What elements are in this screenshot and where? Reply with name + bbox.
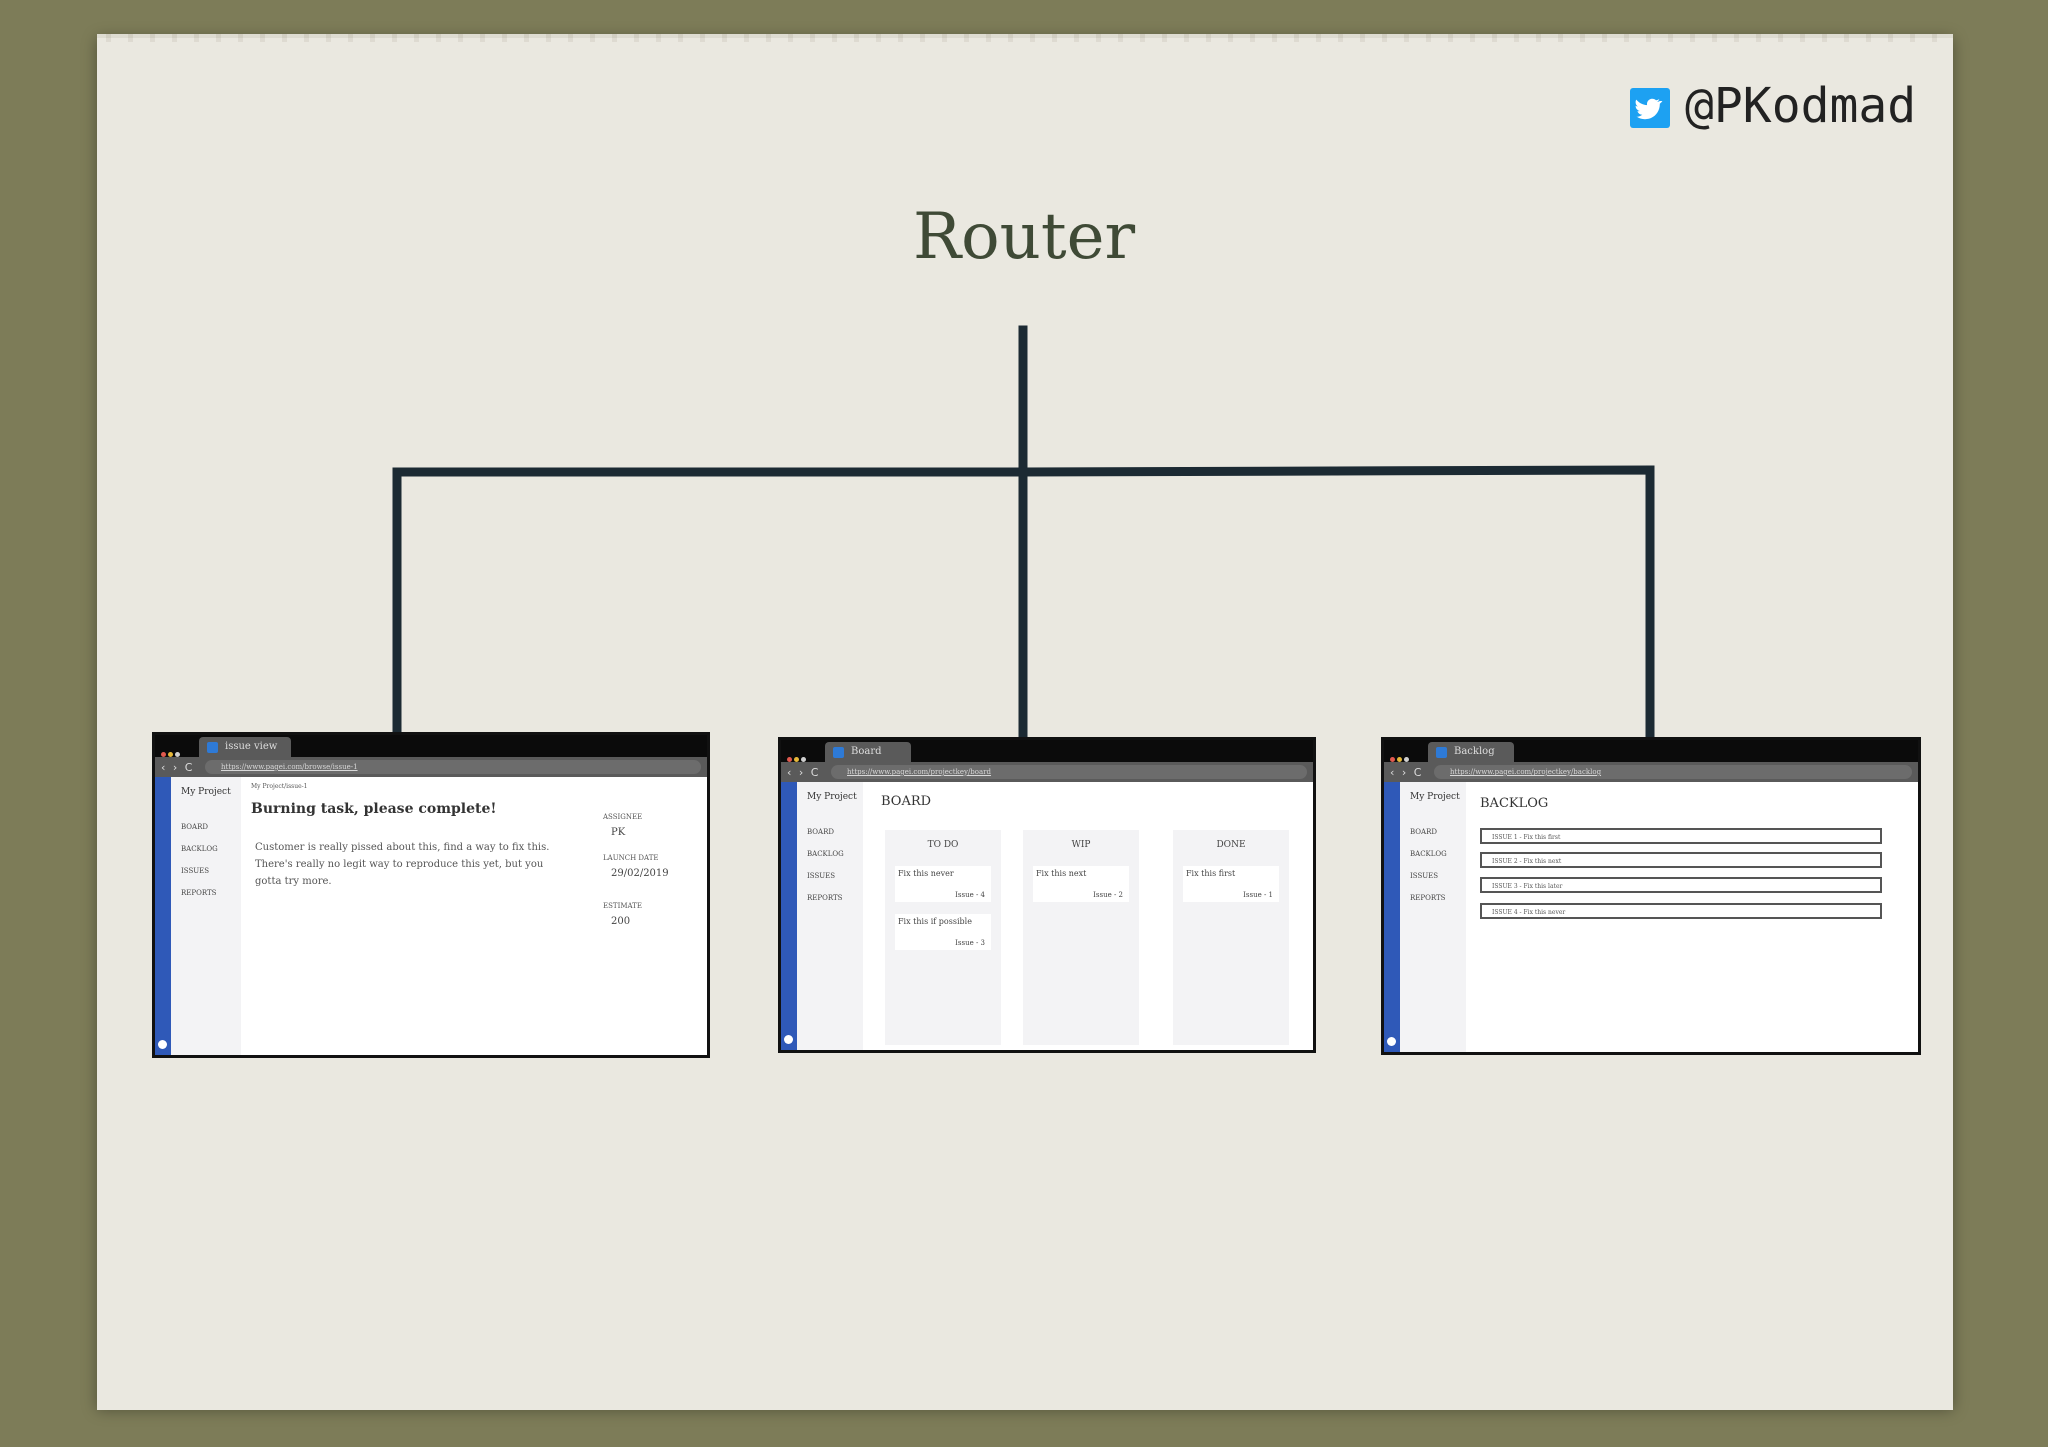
sidebar-item-board[interactable]: BOARD bbox=[1410, 828, 1437, 836]
app-strip bbox=[155, 777, 171, 1055]
app-strip bbox=[781, 782, 797, 1050]
user-avatar[interactable] bbox=[158, 1040, 167, 1049]
backlog-item[interactable]: ISSUE 3 - Fix this later bbox=[1480, 877, 1882, 893]
sidebar-item-backlog[interactable]: BACKLOG bbox=[807, 850, 844, 858]
app-logo-icon bbox=[833, 747, 844, 758]
twitter-handle[interactable]: @PKodmad bbox=[1685, 78, 1917, 134]
sidebar: My Project BOARD BACKLOG ISSUES REPORTS bbox=[797, 782, 863, 1050]
backlog-item[interactable]: ISSUE 1 - Fix this first bbox=[1480, 828, 1882, 844]
window-controls[interactable] bbox=[1390, 747, 1418, 762]
app-strip bbox=[1384, 782, 1400, 1052]
sidebar-item-backlog[interactable]: BACKLOG bbox=[1410, 850, 1447, 858]
card-title: Fix this never bbox=[898, 869, 954, 878]
card-title: Fix this next bbox=[1036, 869, 1087, 878]
estimate-label: ESTIMATE bbox=[603, 902, 642, 910]
window-controls[interactable] bbox=[787, 747, 815, 762]
card-id: Issue - 1 bbox=[1243, 891, 1273, 899]
sidebar: My Project BOARD BACKLOG ISSUES REPORTS bbox=[1400, 782, 1466, 1052]
url-field[interactable]: https://www.pagei.com/projectkey/board bbox=[831, 765, 1307, 779]
user-avatar[interactable] bbox=[1387, 1037, 1396, 1046]
card-title: Fix this if possible bbox=[898, 917, 972, 926]
project-name[interactable]: My Project bbox=[181, 787, 231, 797]
nav-arrows-icon[interactable]: ‹ › C bbox=[1390, 766, 1424, 779]
url-field[interactable]: https://www.pagei.com/projectkey/backlog bbox=[1434, 765, 1912, 779]
column-todo: TO DO Fix this never Issue - 4 Fix this … bbox=[885, 830, 1001, 1045]
nav-arrows-icon[interactable]: ‹ › C bbox=[787, 766, 821, 779]
title-bar: Backlog bbox=[1384, 740, 1918, 762]
project-name[interactable]: My Project bbox=[1410, 792, 1460, 802]
tab-label: issue view bbox=[225, 741, 278, 752]
assignee-label: ASSIGNEE bbox=[603, 813, 643, 821]
app-logo-icon bbox=[1436, 747, 1447, 758]
address-bar: ‹ › C https://www.pagei.com/projectkey/b… bbox=[1384, 762, 1918, 782]
launch-date-value[interactable]: 29/02/2019 bbox=[611, 868, 669, 879]
tab-board[interactable]: Board bbox=[825, 742, 911, 762]
breadcrumb[interactable]: My Project/issue-1 bbox=[251, 783, 308, 790]
assignee-value[interactable]: PK bbox=[611, 827, 626, 838]
sidebar: My Project BOARD BACKLOG ISSUES REPORTS bbox=[171, 777, 241, 1055]
sidebar-item-reports[interactable]: REPORTS bbox=[807, 894, 843, 902]
backlog-item[interactable]: ISSUE 2 - Fix this next bbox=[1480, 852, 1882, 868]
twitter-icon bbox=[1630, 88, 1670, 128]
issue-title: Burning task, please complete! bbox=[251, 801, 497, 817]
connector-left bbox=[392, 467, 1028, 753]
card-title: Fix this first bbox=[1186, 869, 1236, 878]
card-id: Issue - 3 bbox=[955, 939, 985, 947]
sidebar-item-board[interactable]: BOARD bbox=[181, 823, 208, 831]
board-main: BOARD TO DO Fix this never Issue - 4 Fix… bbox=[863, 782, 1313, 1050]
backlog-window: Backlog ‹ › C https://www.pagei.com/proj… bbox=[1381, 737, 1921, 1055]
issue-main: My Project/issue-1 Burning task, please … bbox=[241, 777, 707, 1055]
issue-card[interactable]: Fix this first Issue - 1 bbox=[1183, 866, 1279, 902]
issue-card[interactable]: Fix this next Issue - 2 bbox=[1033, 866, 1129, 902]
column-done: DONE Fix this first Issue - 1 bbox=[1173, 830, 1289, 1045]
address-bar: ‹ › C https://www.pagei.com/projectkey/b… bbox=[781, 762, 1313, 782]
user-avatar[interactable] bbox=[784, 1035, 793, 1044]
card-id: Issue - 2 bbox=[1093, 891, 1123, 899]
tab-backlog[interactable]: Backlog bbox=[1428, 742, 1514, 762]
app-logo-icon bbox=[207, 742, 218, 753]
slide-title: Router bbox=[912, 200, 1136, 274]
page-title: BOARD bbox=[881, 794, 932, 809]
sidebar-item-issues[interactable]: ISSUES bbox=[1410, 872, 1439, 880]
board-window: Board ‹ › C https://www.pagei.com/projec… bbox=[778, 737, 1316, 1053]
sidebar-item-backlog[interactable]: BACKLOG bbox=[181, 845, 218, 853]
window-controls[interactable] bbox=[161, 742, 189, 757]
connector-right bbox=[1018, 465, 1655, 749]
address-bar: ‹ › C https://www.pagei.com/browse/issue… bbox=[155, 757, 707, 777]
column-wip: WIP Fix this next Issue - 2 bbox=[1023, 830, 1139, 1045]
sidebar-item-issues[interactable]: ISSUES bbox=[181, 867, 210, 875]
title-bar: Board bbox=[781, 740, 1313, 762]
sidebar-item-reports[interactable]: REPORTS bbox=[1410, 894, 1446, 902]
sidebar-item-board[interactable]: BOARD bbox=[807, 828, 834, 836]
project-name[interactable]: My Project bbox=[807, 792, 857, 802]
tab-label: Backlog bbox=[1454, 746, 1495, 757]
sidebar-item-issues[interactable]: ISSUES bbox=[807, 872, 836, 880]
backlog-main: BACKLOG ISSUE 1 - Fix this first ISSUE 2… bbox=[1466, 782, 1918, 1052]
backlog-item[interactable]: ISSUE 4 - Fix this never bbox=[1480, 903, 1882, 919]
estimate-value[interactable]: 200 bbox=[611, 916, 631, 927]
title-bar: issue view bbox=[155, 735, 707, 757]
tab-issue-view[interactable]: issue view bbox=[199, 737, 291, 757]
sidebar-item-reports[interactable]: REPORTS bbox=[181, 889, 217, 897]
nav-arrows-icon[interactable]: ‹ › C bbox=[161, 761, 195, 774]
page-title: BACKLOG bbox=[1480, 796, 1549, 811]
issue-card[interactable]: Fix this if possible Issue - 3 bbox=[895, 914, 991, 950]
launch-date-label: LAUNCH DATE bbox=[603, 854, 659, 862]
column-header: TO DO bbox=[927, 840, 959, 850]
card-id: Issue - 4 bbox=[955, 891, 985, 899]
tab-label: Board bbox=[851, 746, 882, 757]
issue-card[interactable]: Fix this never Issue - 4 bbox=[895, 866, 991, 902]
column-header: WIP bbox=[1071, 840, 1091, 850]
issue-description: Customer is really pissed about this, fi… bbox=[255, 842, 550, 887]
issue-view-window: issue view ‹ › C https://www.pagei.com/b… bbox=[152, 732, 710, 1058]
url-field[interactable]: https://www.pagei.com/browse/issue-1 bbox=[205, 760, 701, 774]
column-header: DONE bbox=[1216, 840, 1246, 850]
